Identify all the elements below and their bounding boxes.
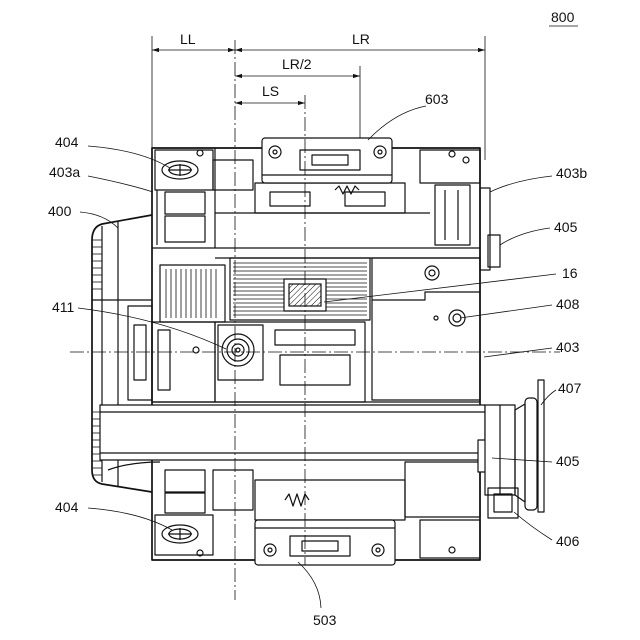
label-406: 406 bbox=[556, 533, 580, 549]
label-403: 403 bbox=[556, 339, 580, 355]
fastener-404-top bbox=[155, 150, 213, 190]
label-403a: 403a bbox=[49, 164, 80, 180]
label-407: 407 bbox=[558, 380, 582, 396]
label-503: 503 bbox=[313, 612, 337, 628]
label-603: 603 bbox=[425, 91, 449, 107]
label-405-top: 405 bbox=[554, 219, 578, 235]
bottom-unit-503 bbox=[255, 480, 405, 565]
module-408 bbox=[372, 258, 480, 400]
heatsink-left bbox=[160, 265, 225, 322]
figure-number: 800 bbox=[551, 9, 575, 25]
side-plate-403b bbox=[435, 185, 490, 270]
dimension-lr-half-label: LR/2 bbox=[282, 56, 312, 72]
dimension-ls-label: LS bbox=[262, 83, 279, 99]
fastener-404-bottom bbox=[155, 515, 213, 555]
dimension-ll-label: LL bbox=[180, 31, 196, 47]
label-411: 411 bbox=[52, 299, 75, 315]
label-405-bottom: 405 bbox=[556, 453, 580, 469]
label-403b: 403b bbox=[556, 165, 587, 181]
label-404-bottom: 404 bbox=[55, 499, 79, 515]
eyepiece-407 bbox=[485, 380, 544, 512]
horizontal-duct bbox=[100, 405, 485, 470]
top-unit-603 bbox=[262, 138, 392, 194]
internal-frame bbox=[152, 148, 480, 558]
dimension-lr-label: LR bbox=[352, 31, 370, 47]
label-404-top: 404 bbox=[55, 134, 79, 150]
label-16: 16 bbox=[562, 265, 578, 281]
camera-body-outline bbox=[152, 148, 480, 560]
label-408: 408 bbox=[556, 296, 580, 312]
shaft-411 bbox=[218, 325, 263, 380]
label-400: 400 bbox=[48, 203, 72, 219]
